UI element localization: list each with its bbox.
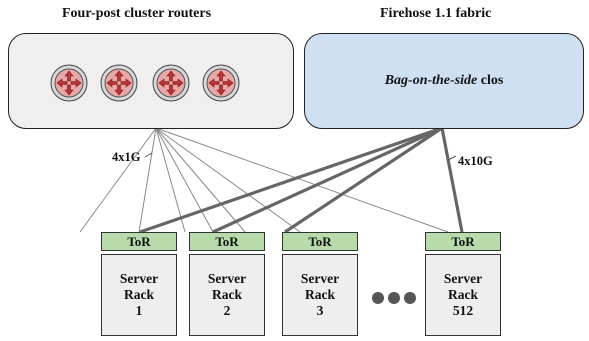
- firehose-fabric-panel: Bag-on-the-side clos: [304, 33, 584, 129]
- server-rack-512: Server Rack 512: [425, 254, 501, 336]
- router-icon-4: [202, 64, 240, 102]
- fabric-label: Bag-on-the-side clos: [385, 73, 504, 89]
- fabric-links: [139, 126, 464, 234]
- rack-label-line2: Rack: [448, 287, 478, 302]
- router-icons: [50, 64, 240, 102]
- fabric-panel-title: Firehose 1.1 fabric: [380, 6, 492, 21]
- server-rack-3: Server Rack 3: [282, 254, 358, 336]
- server-rack-1: Server Rack 1: [101, 254, 177, 336]
- rack-label-line1: Server: [119, 271, 159, 286]
- fabric-link-rack-2: [212, 126, 443, 234]
- router-link-fan-2: [155, 127, 186, 233]
- fabric-label-rest: clos: [477, 73, 504, 88]
- rack-label-line2: Rack: [212, 287, 242, 302]
- tor-switch-512: ToR: [425, 232, 501, 251]
- fabric-link-rack-1: [139, 126, 443, 234]
- router-link-label: 4x1G: [112, 150, 141, 164]
- rack-number: 512: [452, 303, 474, 318]
- cluster-router-panel: [8, 33, 294, 129]
- tor-switch-3: ToR: [282, 232, 358, 251]
- ellipsis-dots: [372, 292, 416, 304]
- router-link-fan-3: [155, 127, 246, 233]
- router-icon-3: [152, 64, 190, 102]
- router-icon-1: [50, 64, 88, 102]
- fabric-link-rack-512: [440, 127, 464, 233]
- rack-label-line1: Server: [300, 271, 340, 286]
- router-link-rack-1: [138, 127, 157, 233]
- fabric-link-label: 4x10G: [458, 154, 493, 168]
- fabric-label-italic: Bag-on-the-side: [384, 73, 478, 88]
- router-link-rack-3: [155, 127, 301, 233]
- rack-label-line1: Server: [443, 271, 483, 286]
- router-link-fan-1: [79, 127, 157, 233]
- rack-label-line2: Rack: [124, 287, 154, 302]
- rack-number: 3: [316, 303, 324, 318]
- router-icon-2: [100, 64, 138, 102]
- tor-switch-1: ToR: [101, 232, 177, 251]
- fabric-link-rack-3: [284, 126, 443, 234]
- rack-label-line2: Rack: [305, 287, 335, 302]
- router-panel-title: Four-post cluster routers: [62, 6, 212, 21]
- router-link-rack-512: [155, 127, 449, 233]
- router-link-rack-2: [155, 127, 214, 233]
- router-links: [79, 127, 449, 233]
- rack-number: 1: [135, 303, 143, 318]
- server-rack-2: Server Rack 2: [189, 254, 265, 336]
- rack-label-line1: Server: [207, 271, 247, 286]
- rack-number: 2: [223, 303, 231, 318]
- tor-switch-2: ToR: [189, 232, 265, 251]
